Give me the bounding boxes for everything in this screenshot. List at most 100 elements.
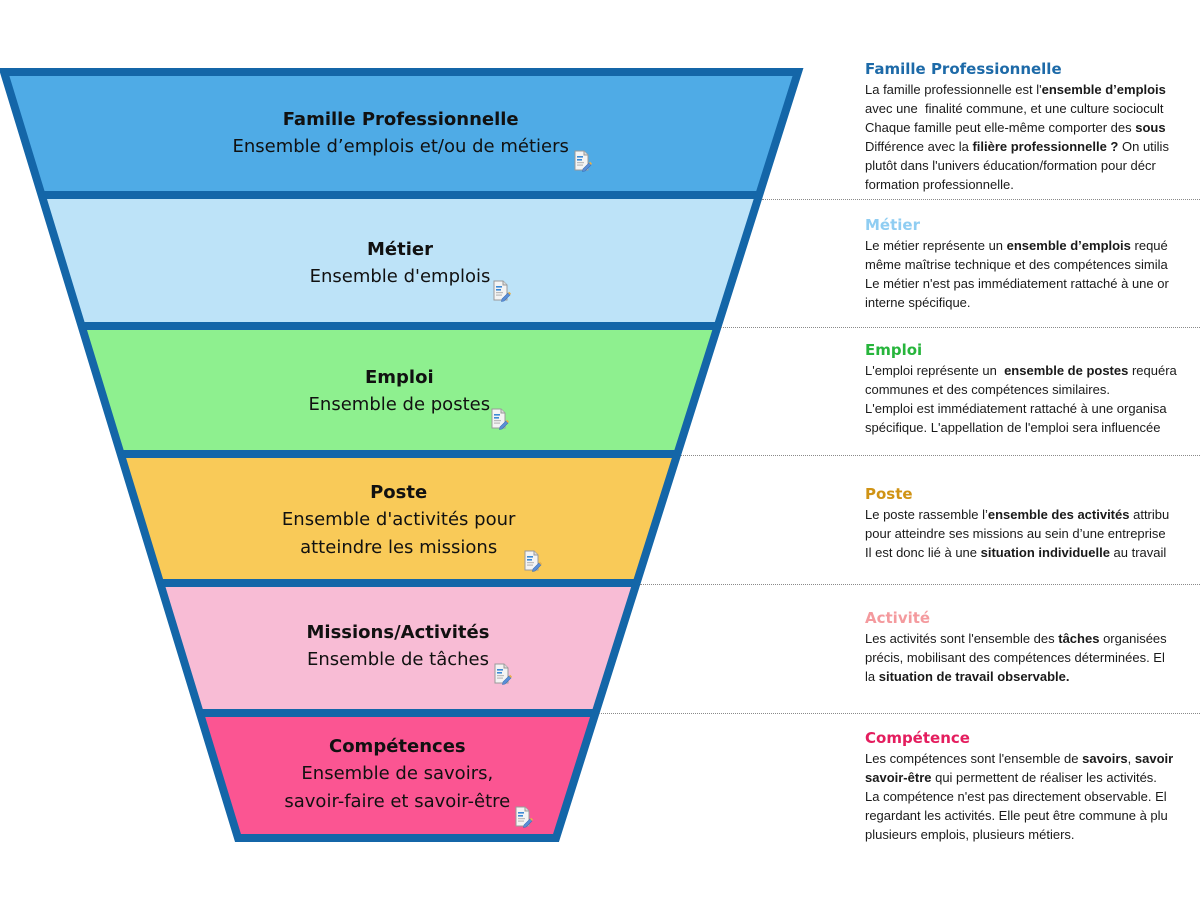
- bold-term: ensemble d’emplois: [1041, 82, 1166, 97]
- dotted-separator: [721, 327, 1200, 328]
- description-line: spécifique. L'appellation de l'emploi se…: [865, 418, 1200, 437]
- text-segment: Le poste rassemble l’: [865, 507, 988, 522]
- text-segment: la: [865, 669, 879, 684]
- level-title: Poste: [370, 482, 428, 503]
- level-subtitle: Ensemble de postes: [308, 394, 491, 415]
- description-line: Le métier représente un ensemble d’emplo…: [865, 236, 1200, 255]
- description-line: La compétence n'est pas directement obse…: [865, 787, 1200, 806]
- level-subtitle: Ensemble de tâches: [306, 649, 490, 670]
- funnel-band-3: [81, 326, 718, 454]
- funnel-band-4: [120, 454, 678, 583]
- text-segment: au travail: [1109, 545, 1167, 560]
- level-subtitle: savoir-faire et savoir-être: [284, 791, 511, 812]
- text-segment: Le métier représente un: [865, 238, 1007, 253]
- text-segment: qui permettent de réaliser les activités…: [931, 770, 1157, 785]
- bold-term: tâches: [1058, 631, 1100, 646]
- description-line: avec une finalité commune, et une cultur…: [865, 99, 1200, 118]
- description-line: plusieurs emplois, plusieurs métiers.: [865, 825, 1200, 844]
- note-edit-icon[interactable]: [574, 150, 592, 172]
- description-line: L'emploi représente un ensemble de poste…: [865, 361, 1200, 380]
- description-line: Il est donc lié à une situation individu…: [865, 543, 1200, 562]
- level-title: Famille Professionnelle: [282, 109, 519, 130]
- level-subtitle: Ensemble d’emplois et/ou de métiers: [232, 136, 569, 157]
- level-title: Métier: [367, 239, 433, 260]
- text-segment: Il est donc lié à une: [865, 545, 981, 560]
- funnel-band-1: [4, 72, 798, 195]
- text-segment: organisées: [1099, 631, 1167, 646]
- note-edit-icon[interactable]: [491, 408, 509, 430]
- bold-term: savoirs: [1082, 751, 1128, 766]
- text-segment: La famille professionnelle est l': [865, 82, 1042, 97]
- bold-term: situation individuelle: [980, 545, 1110, 560]
- note-edit-icon[interactable]: [493, 280, 511, 302]
- description-title: Activité: [865, 609, 931, 627]
- description-line: regardant les activités. Elle peut être …: [865, 806, 1200, 825]
- description-line: même maîtrise technique et des compétenc…: [865, 255, 1200, 274]
- bold-term: ensemble d’emplois: [1006, 238, 1131, 253]
- description-line: La famille professionnelle est l'ensembl…: [865, 80, 1200, 99]
- text-segment: Les compétences sont l'ensemble de: [865, 751, 1083, 766]
- description-title: Métier: [865, 216, 920, 234]
- text-segment: précis, mobilisant des compétences déter…: [865, 650, 1165, 665]
- text-segment: regardant les activités. Elle peut être …: [865, 808, 1168, 823]
- text-segment: communes et des compétences similaires.: [865, 382, 1110, 397]
- description-title: Poste: [865, 485, 913, 503]
- level-subtitle: Ensemble de savoirs,: [301, 763, 494, 784]
- funnel-band-5: [160, 583, 637, 713]
- funnel-outline: [0, 68, 804, 842]
- dotted-separator: [640, 584, 1200, 585]
- text-segment: Différence avec la: [865, 139, 973, 154]
- description-title: Famille Professionnelle: [865, 60, 1062, 78]
- text-segment: formation professionnelle.: [865, 177, 1014, 192]
- description-4: Poste Le poste rassemble l’ensemble des a…: [865, 484, 1200, 562]
- text-segment: Chaque famille peut elle-même comporter …: [865, 120, 1136, 135]
- note-edit-icon[interactable]: [515, 806, 533, 828]
- level-subtitle: Ensemble d'emplois: [309, 266, 491, 287]
- text-segment: attribu: [1129, 507, 1170, 522]
- text-segment: interne spécifique.: [865, 295, 971, 310]
- note-edit-icon[interactable]: [494, 663, 512, 685]
- bold-term: filière professionnelle ?: [972, 139, 1119, 154]
- dotted-separator: [761, 199, 1200, 200]
- bold-term: sous: [1135, 120, 1166, 135]
- description-line: Les activités sont l'ensemble des tâches…: [865, 629, 1200, 648]
- funnel-band-2: [41, 195, 760, 326]
- dotted-separator: [681, 455, 1200, 456]
- text-segment: ,: [1127, 751, 1135, 766]
- description-line: précis, mobilisant des compétences déter…: [865, 648, 1200, 667]
- text-segment: plusieurs emplois, plusieurs métiers.: [865, 827, 1075, 842]
- level-title: Emploi: [365, 367, 434, 388]
- text-segment: Les activités sont l'ensemble des: [865, 631, 1059, 646]
- description-2: Métier Le métier représente un ensemble d…: [865, 215, 1200, 312]
- description-line: L'emploi est immédiatement rattaché à un…: [865, 399, 1200, 418]
- description-1: Famille Professionnelle La famille profes…: [865, 59, 1200, 194]
- description-line: Chaque famille peut elle-même comporter …: [865, 118, 1200, 137]
- text-segment: L'emploi est immédiatement rattaché à un…: [865, 401, 1167, 416]
- note-edit-icon[interactable]: [524, 550, 542, 572]
- bold-term: situation de travail observable.: [878, 669, 1070, 684]
- bold-term: ensemble des activités: [987, 507, 1130, 522]
- bold-term: savoir: [1134, 751, 1174, 766]
- description-title: Emploi: [865, 341, 923, 359]
- description-line: Le poste rassemble l’ensemble des activi…: [865, 505, 1200, 524]
- text-segment: spécifique. L'appellation de l'emploi se…: [865, 420, 1161, 435]
- bold-term: savoir-être: [865, 770, 932, 785]
- text-segment: plutôt dans l'univers éducation/formatio…: [865, 158, 1156, 173]
- text-segment: La compétence n'est pas directement obse…: [865, 789, 1167, 804]
- funnel-band-6: [199, 713, 596, 838]
- level-title: Missions/Activités: [306, 622, 490, 643]
- text-segment: avec une finalité commune, et une cultur…: [865, 101, 1164, 116]
- text-segment: requé: [1130, 238, 1168, 253]
- text-segment: On utilis: [1118, 139, 1169, 154]
- level-title: Compétences: [328, 736, 466, 757]
- description-line: pour atteindre ses missions au sein d’un…: [865, 524, 1200, 543]
